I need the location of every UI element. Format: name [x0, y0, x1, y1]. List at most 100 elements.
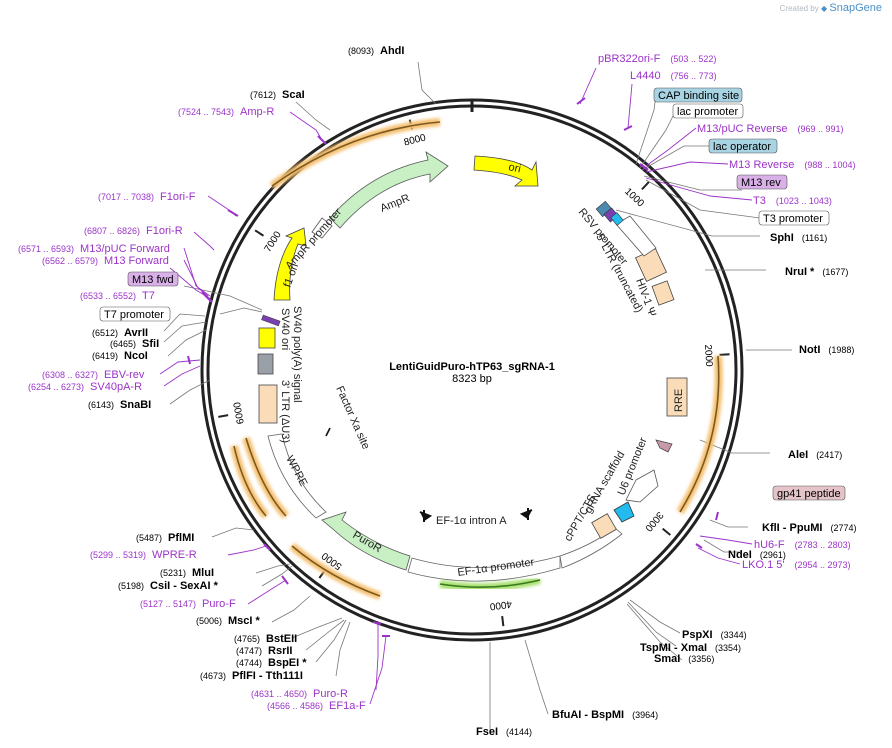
site-label: FseI (4144)	[476, 726, 532, 738]
primer-range: (4631 .. 4650)	[251, 689, 307, 699]
site-label: SmaI(3356)	[654, 653, 714, 665]
ruler-label: 6000	[232, 401, 247, 425]
site-name: MscI *	[228, 615, 261, 627]
primer-label: (5299 .. 5319) WPRE-R	[90, 549, 197, 561]
f1-ori-arrow	[273, 227, 307, 301]
primer-name: M13/pUC Forward	[80, 243, 170, 255]
site-name: ScaI	[282, 89, 305, 101]
primer-label: (7017 .. 7038)F1ori-F	[98, 191, 196, 203]
site-name: NcoI	[124, 350, 148, 362]
primer-range: (1023 .. 1043)	[776, 196, 832, 206]
primer-label: (6254 .. 6273)SV40pA-R	[28, 381, 142, 393]
badges: CAP binding site lac promoter lac operat…	[99, 87, 846, 501]
badge-t3-promoter: T3 promoter	[763, 213, 823, 225]
site-position: (5006)	[196, 616, 222, 626]
primer-name: M13/pUC Reverse	[697, 123, 787, 135]
label-sv40-polya: SV40 poly(A) signal	[291, 306, 303, 403]
site-name: NotI	[799, 344, 820, 356]
rre-block	[666, 377, 688, 417]
primer-range: (6807 .. 6826)	[84, 226, 140, 236]
site-name: AvrII	[124, 327, 148, 339]
primer-range: (2954 .. 2973)	[794, 560, 850, 570]
ruler-tick	[501, 616, 505, 627]
primer-label: (6308 .. 6327)EBV-rev	[42, 369, 145, 381]
site-position: (3344)	[721, 630, 747, 640]
primer-range: (6533 .. 6552)	[80, 291, 136, 301]
site-label: NotI (1988)	[799, 344, 854, 356]
primer-name: WPRE-R	[152, 549, 197, 561]
cppt-block	[591, 513, 617, 539]
site-name: SnaBI	[120, 399, 151, 411]
wpre-arrow	[267, 433, 327, 519]
plasmid-name: LentiGuidPuro-hTP63_sgRNA-1	[389, 361, 555, 373]
primer-label: (7524 .. 7543) Amp-R	[178, 106, 274, 118]
leader-lines	[163, 61, 792, 730]
primer-range: (969 .. 991)	[797, 124, 843, 134]
primer-label: (6571 .. 6593)M13/pUC Forward	[18, 243, 170, 255]
site-position: (4765)	[234, 634, 260, 644]
site-position: (5487)	[136, 533, 162, 543]
primer-range: (7017 .. 7038)	[98, 192, 154, 202]
badge-gp41: gp41 peptide	[777, 488, 841, 500]
ef1a-promoter-tail	[559, 527, 623, 569]
site-label: PspXI(3344)	[682, 629, 747, 641]
site-label: SphI(1161)	[770, 232, 827, 244]
badge-m13-rev: M13 rev	[741, 177, 781, 189]
site-label: (6143)SnaBI	[88, 399, 151, 411]
ruler-label: 4000	[489, 598, 513, 612]
site-position: (6465)	[110, 339, 136, 349]
credit-brand: SnapGene	[829, 2, 882, 14]
purple-marker	[261, 314, 281, 327]
site-label: (4744)BspEI *	[236, 657, 307, 669]
plasmid-size: 8323 bp	[452, 373, 492, 385]
primer-range: (7524 .. 7543)	[178, 107, 234, 117]
site-name: MluI	[192, 567, 214, 579]
site-label: (4673)PflFI - Tth111I	[200, 670, 303, 682]
site-name: FseI	[476, 726, 498, 738]
sv40-ori-block	[258, 327, 276, 349]
site-label: TspMI - XmaI(3354)	[640, 642, 741, 654]
site-position: (1988)	[828, 345, 854, 355]
site-name: CsiI - SexAI *	[150, 580, 219, 592]
ruler-label: 7000	[263, 229, 285, 254]
primer-range: (6254 .. 6273)	[28, 382, 84, 392]
snapgene-logo-icon: ◆	[821, 4, 828, 13]
ruler-tick	[641, 181, 650, 191]
rsv-promoter-arrow	[615, 215, 657, 257]
site-name: KflI - PpuMI	[762, 522, 823, 534]
site-label: (5198) CsiI - SexAI *	[118, 580, 219, 592]
intron-marker-right	[519, 508, 533, 520]
primer-range: (756 .. 773)	[671, 71, 717, 81]
primer-name: Puro-R	[313, 688, 348, 700]
site-position: (3356)	[688, 654, 714, 664]
primer-name: Amp-R	[240, 106, 274, 118]
site-label: NdeI(2961)	[728, 549, 786, 561]
site-label: (4747)RsrII	[236, 645, 292, 657]
primer-name: hU6-F	[754, 539, 785, 551]
site-label: (5006) MscI *	[196, 615, 261, 627]
badge-cap: CAP binding site	[658, 90, 739, 102]
site-position: (2417)	[816, 450, 842, 460]
primer-label: M13/pUC Reverse (969 .. 991)	[697, 123, 844, 135]
site-name: RsrII	[268, 645, 292, 657]
primer-lines	[159, 67, 753, 705]
primer-name: M13 Reverse	[729, 159, 794, 171]
site-name: SphI	[770, 232, 794, 244]
ori-arrow	[473, 155, 539, 187]
label-ampr: AmpR	[379, 192, 412, 215]
site-position: (5198)	[118, 581, 144, 591]
primer-label: (4566 .. 4586)EF1a-F	[267, 700, 366, 712]
primer-name: T7	[142, 290, 155, 302]
primer-name: pBR322ori-F	[598, 53, 661, 65]
site-name: SfiI	[142, 338, 159, 350]
site-position: (4673)	[200, 671, 226, 681]
features	[230, 118, 723, 600]
hiv-psi-block	[651, 280, 675, 306]
site-position: (4144)	[506, 727, 532, 737]
primer-label: pBR322ori-F(503 .. 522)	[598, 53, 716, 65]
ruler-tick	[719, 353, 730, 356]
primer-range: (5299 .. 5319)	[90, 550, 146, 560]
site-label: (8093)AhdI	[348, 45, 404, 57]
site-name: PflMI	[168, 532, 194, 544]
primer-name: EBV-rev	[104, 369, 145, 381]
